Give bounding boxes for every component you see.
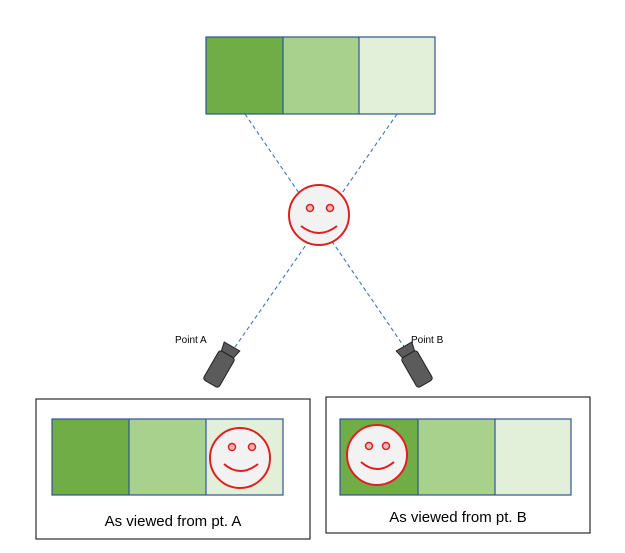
smiley-face-icon: [209, 427, 271, 489]
view-a-strip-border: [51, 418, 284, 496]
strip-mid-green: [283, 37, 359, 114]
point-a-label: Point A: [175, 335, 207, 346]
view-a-panel: As viewed from pt. A: [35, 398, 311, 540]
strip-light-green: [359, 37, 435, 114]
view-b-caption: As viewed from pt. B: [389, 509, 527, 526]
view-b-strip-border: [339, 418, 572, 496]
reference-strip: [205, 36, 436, 115]
camera-icon: [395, 341, 433, 388]
strip-border: [205, 36, 436, 115]
strip-dark-green: [206, 37, 283, 114]
point-b-label: Point B: [411, 335, 444, 346]
view-b-panel: As viewed from pt. B: [325, 396, 591, 534]
smiley-face-icon: [288, 184, 350, 246]
smiley-face-icon: [346, 424, 408, 486]
view-a-caption: As viewed from pt. A: [105, 513, 242, 530]
camera-icon: [203, 341, 241, 388]
